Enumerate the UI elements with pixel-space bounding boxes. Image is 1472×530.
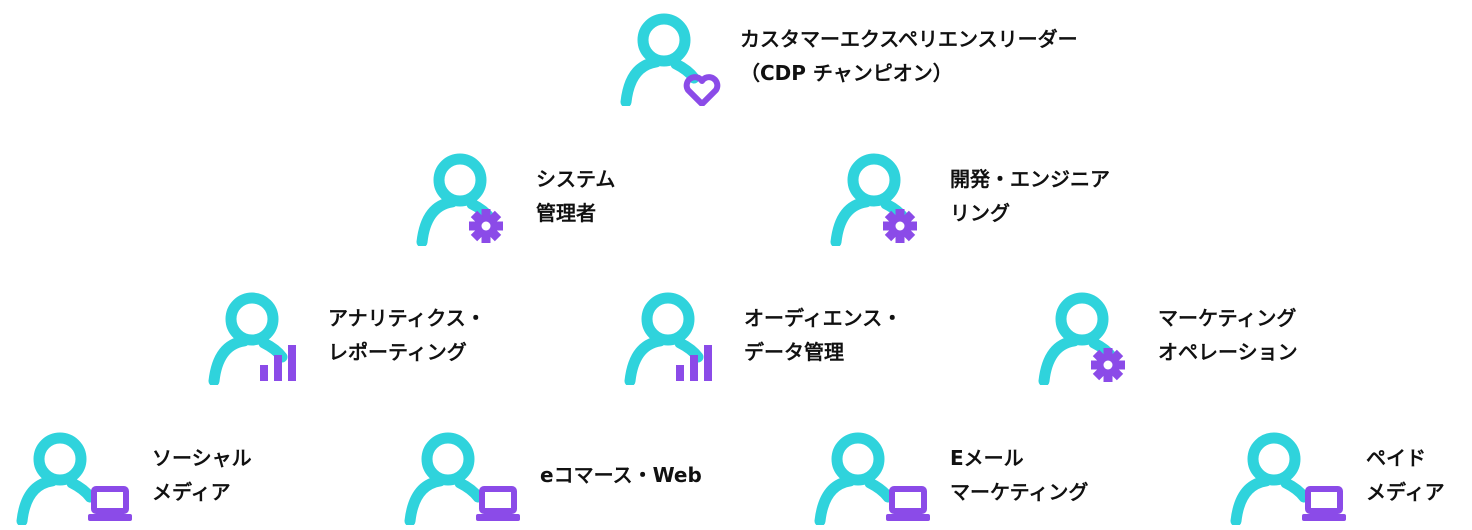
- role-label-line-1: 開発・エンジニア: [950, 167, 1110, 191]
- person-bar-chart-icon: [204, 285, 296, 385]
- role-label-line-1: カスタマーエクスペリエンスリーダー: [740, 27, 1078, 51]
- role-label-line-1: オーディエンス・: [744, 306, 903, 330]
- role-label-line-1: システム: [536, 167, 616, 191]
- role-audience-data: オーディエンス・ データ管理: [620, 285, 902, 385]
- role-analytics: アナリティクス・ レポーティング: [204, 285, 486, 385]
- person-laptop-icon: [1226, 425, 1352, 525]
- role-label-line-2: メディア: [152, 480, 231, 504]
- role-label-line-2: リング: [950, 201, 1010, 225]
- role-email-marketing: Eメール マーケティング: [810, 425, 1088, 525]
- person-laptop-icon: [400, 425, 526, 525]
- role-label-line-1: マーケティング: [1158, 306, 1297, 330]
- person-bar-chart-icon: [620, 285, 712, 385]
- role-label-line-1: ソーシャル: [152, 446, 252, 470]
- role-label-line-2: データ管理: [744, 340, 844, 364]
- person-gear-icon: [826, 146, 917, 246]
- role-label: システム 管理者: [536, 162, 615, 230]
- role-cx-leader: カスタマーエクスペリエンスリーダー （CDP チャンピオン）: [616, 6, 1078, 106]
- role-label: マーケティング オペレーション: [1158, 301, 1298, 369]
- role-label: 開発・エンジニア リング: [950, 162, 1110, 230]
- role-label-line-1: アナリティクス・: [328, 306, 486, 330]
- role-label: eコマース・Web: [540, 458, 702, 492]
- role-label: Eメール マーケティング: [950, 441, 1088, 509]
- role-ecommerce-web: eコマース・Web: [400, 425, 702, 525]
- role-label-line-2: オペレーション: [1158, 340, 1298, 364]
- role-marketing-ops: マーケティング オペレーション: [1034, 285, 1298, 385]
- role-label-line-2: （CDP チャンピオン）: [740, 61, 953, 85]
- person-laptop-icon: [810, 425, 936, 525]
- person-gear-icon: [412, 146, 503, 246]
- role-label: ペイド メディア: [1366, 441, 1445, 509]
- person-laptop-icon: [12, 425, 138, 525]
- role-label-line-2: マーケティング: [950, 480, 1089, 504]
- role-label-line-2: メディア: [1366, 480, 1445, 504]
- role-sysadmin: システム 管理者: [412, 146, 615, 246]
- role-label-line-1: eコマース・Web: [540, 463, 702, 487]
- role-label-line-2: 管理者: [536, 201, 596, 225]
- role-label-line-2: レポーティング: [328, 340, 467, 364]
- role-label: カスタマーエクスペリエンスリーダー （CDP チャンピオン）: [740, 22, 1078, 90]
- role-social-media: ソーシャル メディア: [12, 425, 252, 525]
- role-label: オーディエンス・ データ管理: [744, 301, 902, 369]
- role-dev-engineering: 開発・エンジニア リング: [826, 146, 1110, 246]
- person-gear-icon: [1034, 285, 1125, 385]
- person-heart-icon: [616, 6, 726, 106]
- role-label: ソーシャル メディア: [152, 441, 252, 509]
- role-label-line-1: ペイド: [1366, 446, 1426, 470]
- role-paid-media: ペイド メディア: [1226, 425, 1445, 525]
- role-label: アナリティクス・ レポーティング: [328, 301, 486, 369]
- role-label-line-1: Eメール: [950, 446, 1024, 470]
